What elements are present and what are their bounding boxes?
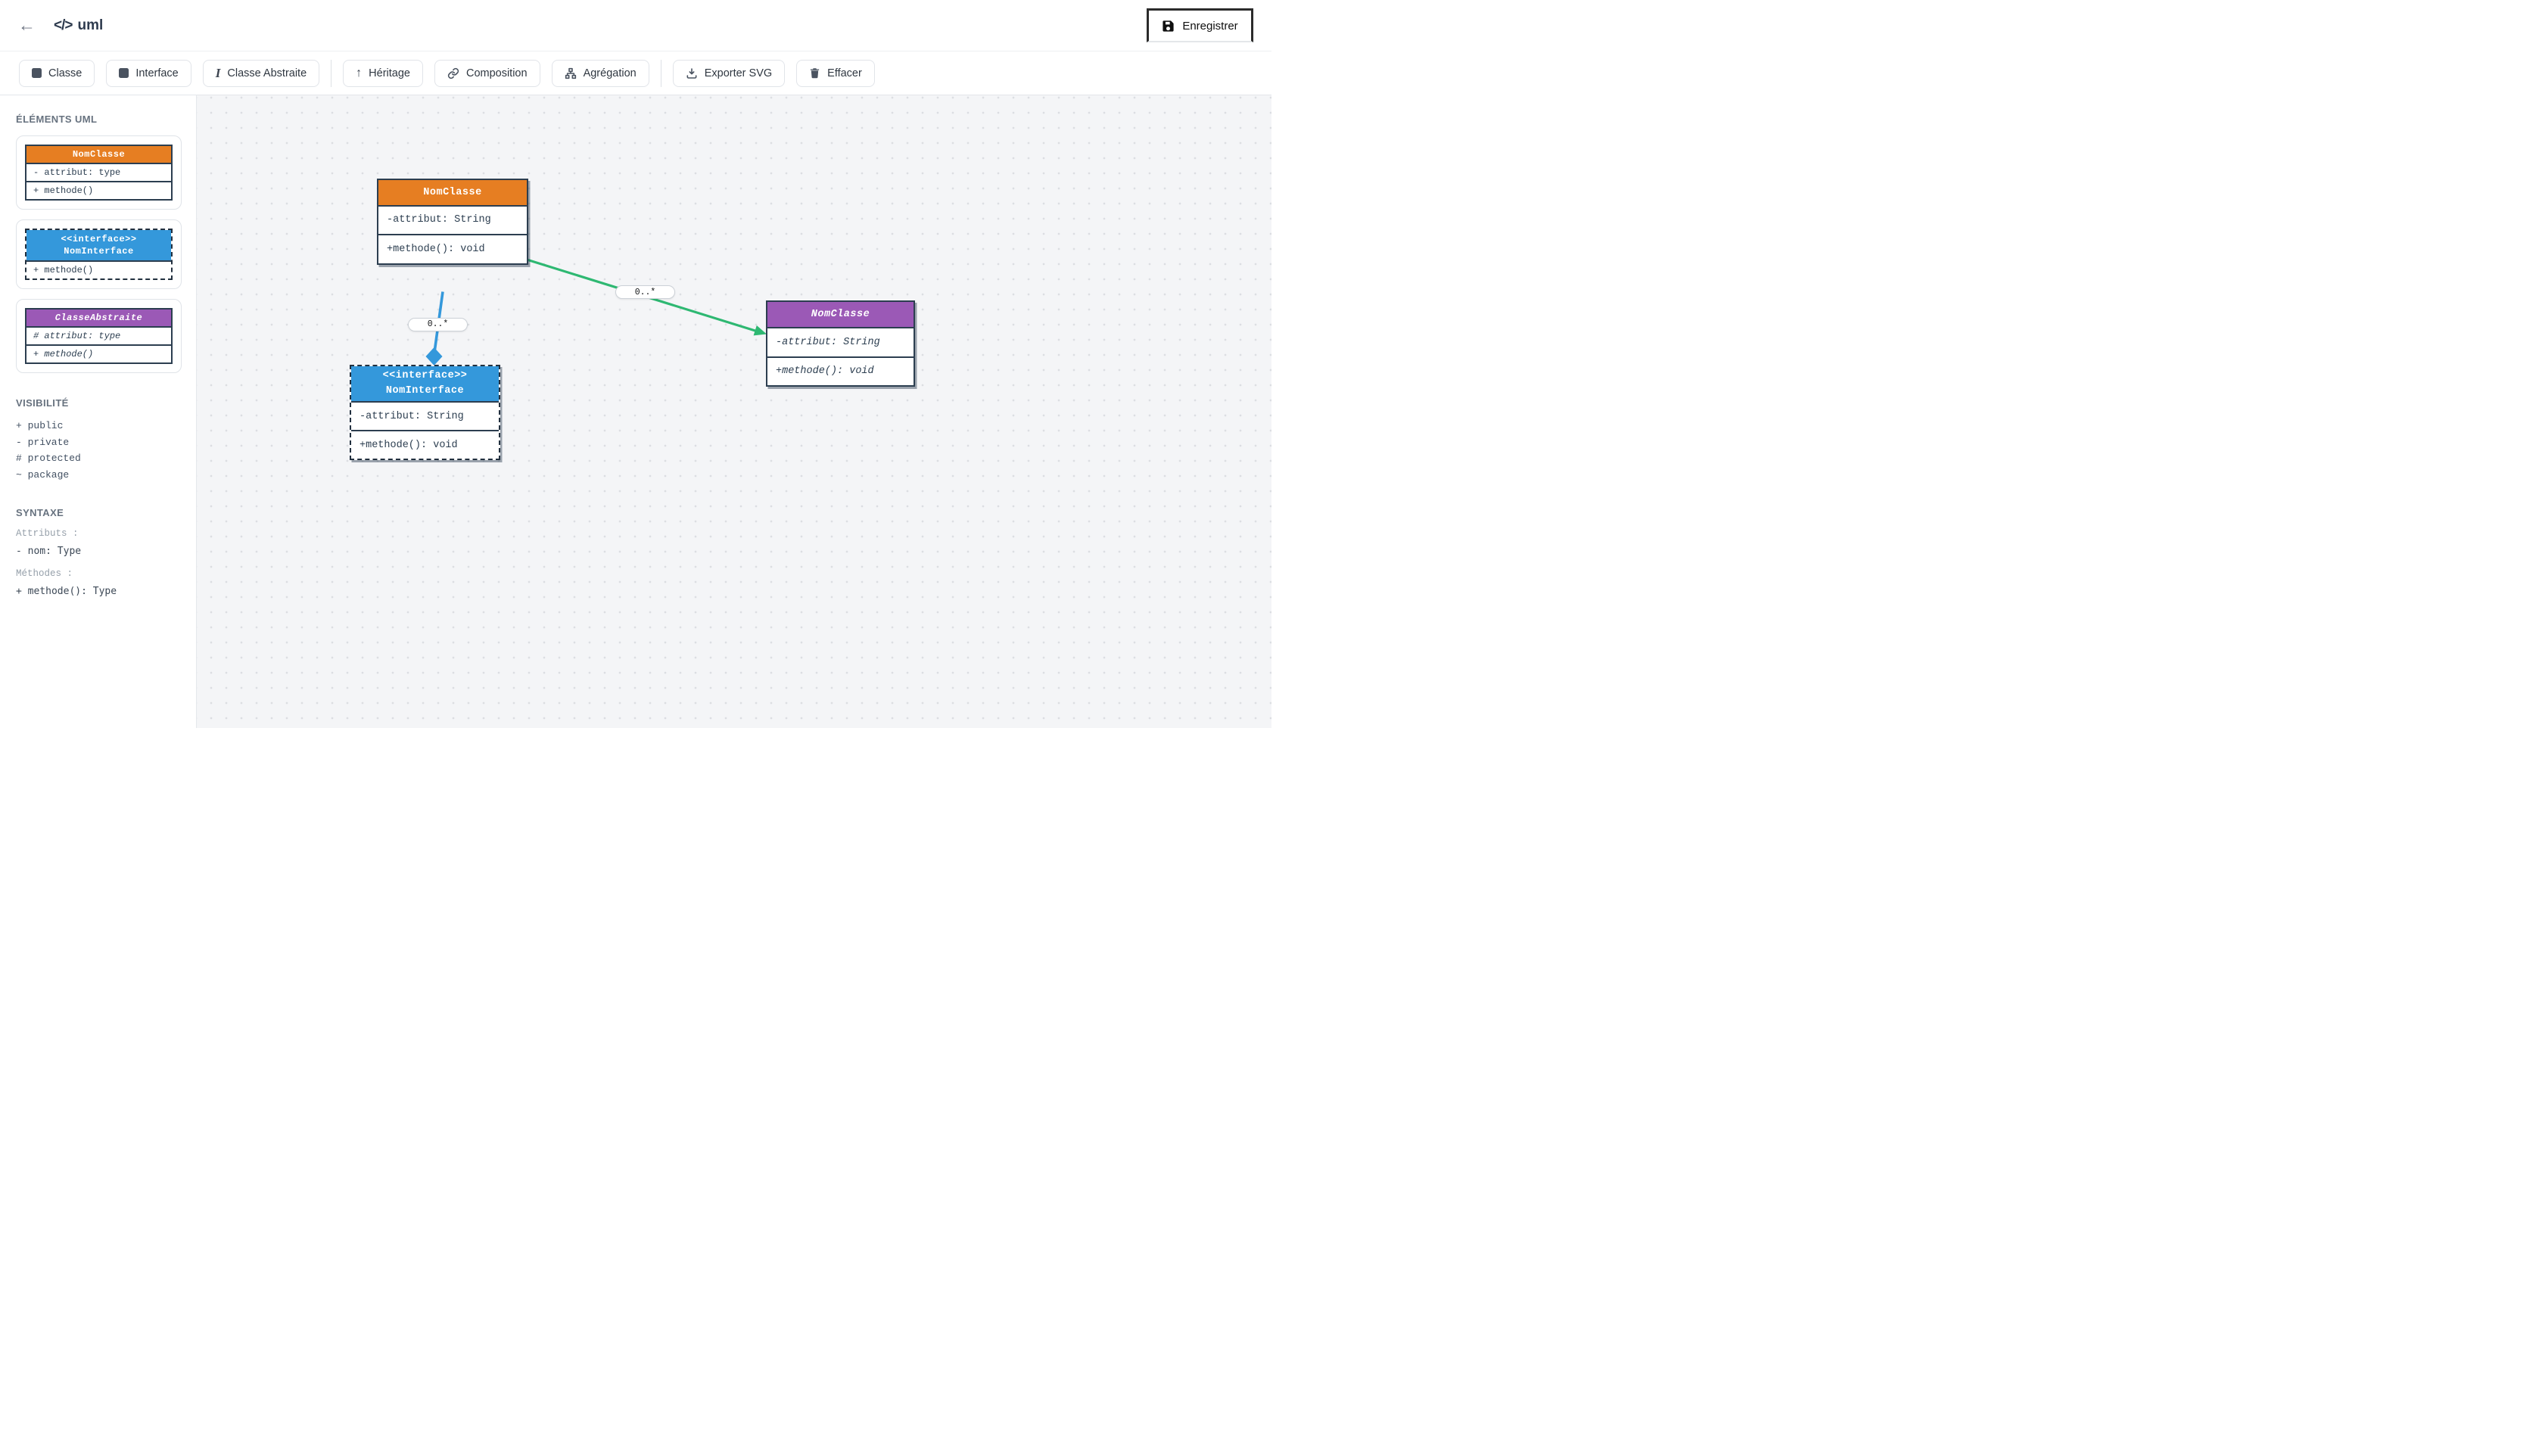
interface-template-title: <<interface>> NomInterface xyxy=(26,230,171,261)
save-button[interactable]: Enregistrer xyxy=(1147,8,1253,42)
arrow-up-icon: ↑ xyxy=(356,66,363,79)
floppy-disk-icon xyxy=(1163,20,1174,32)
abstract-template-method: + methode() xyxy=(26,344,171,363)
diagram-canvas[interactable]: NomClasse -attribut: String +methode(): … xyxy=(197,95,1272,728)
toolbar-button-classe-abstraite[interactable]: I Classe Abstraite xyxy=(202,59,320,87)
abstract-template-title: ClasseAbstraite xyxy=(26,310,171,327)
visibility-item-package: ~ package xyxy=(16,468,70,481)
toolbar: Classe Interface I Classe Abstraite ↑ Hé… xyxy=(0,51,1272,95)
node-class-attribute: -attribut: String xyxy=(378,204,527,234)
toolbar-button-composition[interactable]: Composition xyxy=(434,59,540,87)
visibility-list: + public - private # protected ~ package xyxy=(16,418,182,483)
syntax-attributes-example: - nom: Type xyxy=(16,546,82,558)
trash-icon xyxy=(811,68,820,79)
syntax-methods-example: + methode(): Type xyxy=(16,586,117,598)
palette-abstract-template[interactable]: ClasseAbstraite # attribut: type + metho… xyxy=(16,299,182,374)
toolbar-button-label: Composition xyxy=(465,67,528,79)
toolbar-button-agregation[interactable]: Agrégation xyxy=(551,59,649,87)
syntax-attributes-label: Attributs : xyxy=(16,528,79,540)
square-icon xyxy=(119,68,129,78)
canvas-node-interface[interactable]: <<interface>> NomInterface -attribut: St… xyxy=(350,365,500,460)
sitemap-icon xyxy=(565,67,576,79)
toolbar-button-heritage[interactable]: ↑ Héritage xyxy=(343,59,423,87)
toolbar-button-interface[interactable]: Interface xyxy=(106,59,191,87)
code-icon: </> xyxy=(54,17,73,33)
canvas-node-class[interactable]: NomClasse -attribut: String +methode(): … xyxy=(377,178,528,265)
visibility-item-protected: # protected xyxy=(16,453,81,465)
interface-template-box: <<interface>> NomInterface + methode() xyxy=(25,229,173,281)
link-icon xyxy=(447,67,459,79)
node-interface-name: NomInterface xyxy=(385,385,465,397)
visibility-section-title: VISIBILITÉ xyxy=(16,397,69,409)
multiplicity-label-composition[interactable]: 0..* xyxy=(408,317,468,331)
square-icon xyxy=(32,68,42,78)
italic-i-icon: I xyxy=(215,66,221,80)
abstract-template-box: ClasseAbstraite # attribut: type + metho… xyxy=(25,308,173,365)
abstract-template-attribute: # attribut: type xyxy=(26,326,171,345)
toolbar-button-label: Classe Abstraite xyxy=(227,67,307,79)
node-interface-stereotype: <<interface>> xyxy=(382,370,468,382)
visibility-item-private: - private xyxy=(16,436,70,448)
elements-section-title: ÉLÉMENTS UML xyxy=(16,114,98,125)
palette-class-template[interactable]: NomClasse - attribut: type + methode() xyxy=(16,135,182,210)
class-template-box: NomClasse - attribut: type + methode() xyxy=(25,145,173,201)
interface-template-method: + methode() xyxy=(26,260,171,279)
download-icon xyxy=(686,67,697,79)
toolbar-button-label: Héritage xyxy=(369,67,410,79)
back-button[interactable]: ← xyxy=(18,15,36,35)
syntax-methods-label: Méthodes : xyxy=(16,568,73,580)
canvas-node-abstract-class[interactable]: NomClasse -attribut: String +methode(): … xyxy=(766,300,915,387)
multiplicity-label-association[interactable]: 0..* xyxy=(615,285,675,299)
toolbar-button-classe[interactable]: Classe xyxy=(19,59,95,87)
save-button-label: Enregistrer xyxy=(1182,19,1238,33)
node-class-title: NomClasse xyxy=(378,179,527,205)
node-interface-method: +methode(): void xyxy=(351,430,499,459)
toolbar-button-label: Exporter SVG xyxy=(704,67,773,79)
main-area: ÉLÉMENTS UML NomClasse - attribut: type … xyxy=(0,95,1272,728)
interface-stereotype: <<interface>> xyxy=(61,234,137,244)
node-abstract-method: +methode(): void xyxy=(767,356,914,385)
palette-interface-template[interactable]: <<interface>> NomInterface + methode() xyxy=(16,219,182,290)
class-template-title: NomClasse xyxy=(26,146,171,163)
toolbar-button-exporter-svg[interactable]: Exporter SVG xyxy=(672,59,786,87)
node-abstract-title: NomClasse xyxy=(767,302,914,327)
node-class-method: +methode(): void xyxy=(378,234,527,263)
toolbar-button-label: Classe xyxy=(48,67,82,79)
visibility-item-public: + public xyxy=(16,420,64,432)
node-interface-title: <<interface>> NomInterface xyxy=(351,366,499,401)
app-logo: </> uml xyxy=(54,17,103,34)
toolbar-button-label: Agrégation xyxy=(583,67,637,79)
page-title: uml xyxy=(77,17,104,33)
toolbar-button-label: Effacer xyxy=(827,67,862,79)
node-interface-attribute: -attribut: String xyxy=(351,401,499,430)
toolbar-button-label: Interface xyxy=(135,67,179,79)
class-template-method: + methode() xyxy=(26,181,171,199)
class-template-attribute: - attribut: type xyxy=(26,163,171,181)
toolbar-button-effacer[interactable]: Effacer xyxy=(796,59,875,87)
interface-name: NomInterface xyxy=(64,246,134,257)
syntax-section-title: SYNTAXE xyxy=(16,507,64,519)
composition-diamond-icon xyxy=(425,347,443,366)
sidebar: ÉLÉMENTS UML NomClasse - attribut: type … xyxy=(0,95,197,728)
node-abstract-attribute: -attribut: String xyxy=(767,327,914,356)
app-header: ← </> uml Enregistrer xyxy=(0,0,1272,51)
